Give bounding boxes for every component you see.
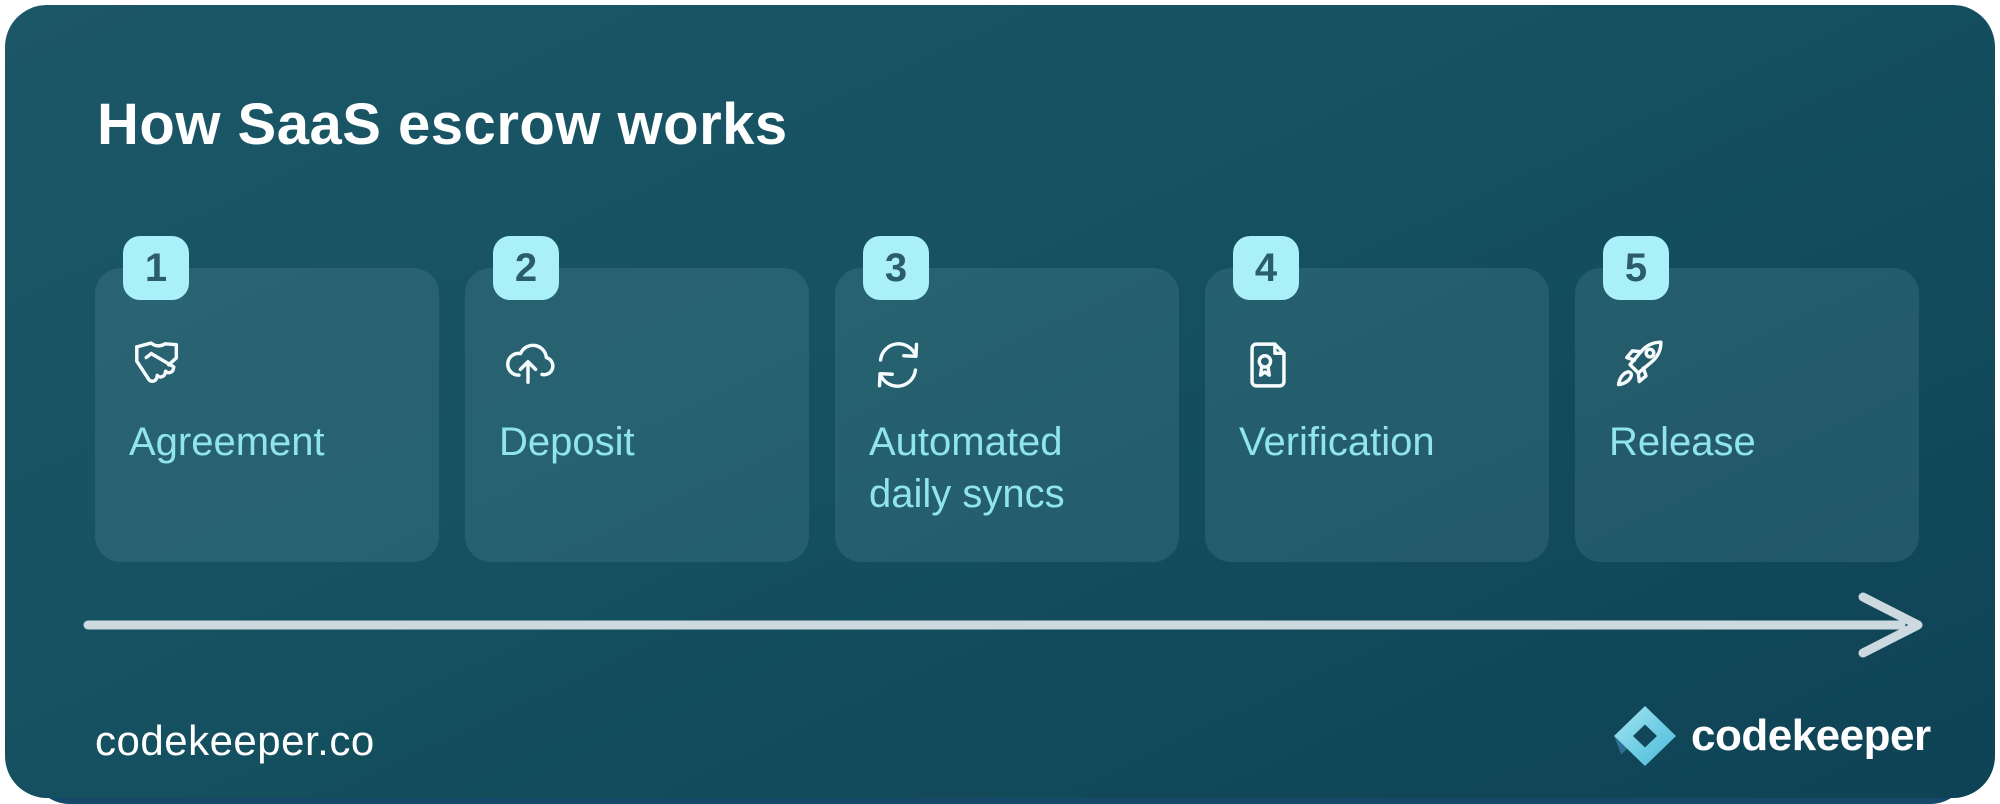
step-card-agreement: 1 Agreement [95,236,439,562]
rocket-icon [1609,336,1667,394]
step-number-badge: 5 [1603,236,1669,300]
step-label: Automated daily syncs [869,420,1065,516]
timeline-arrow [83,592,1923,658]
step-number-badge: 4 [1233,236,1299,300]
step-label: Agreement [129,420,325,464]
step-card-release: 5 Release [1575,236,1919,562]
step-number-badge: 3 [863,236,929,300]
step-card-deposit: 2 Deposit [465,236,809,562]
step-label: Release [1609,420,1756,464]
codekeeper-wordmark: codekeeper [1691,711,1931,760]
handshake-icon [129,336,187,394]
website-url: codekeeper.co [95,717,375,764]
step-number-badge: 2 [493,236,559,300]
step-label: Deposit [499,420,635,464]
sync-icon [869,336,927,394]
step-card-automated-daily-syncs: 3 Automated daily syncs [835,236,1179,562]
cloud-upload-icon [499,336,557,394]
certificate-icon [1239,336,1297,394]
page-title: How SaaS escrow works [97,92,788,157]
arrow-head-icon [1858,592,1923,658]
diamond-logo-icon [1614,706,1676,766]
codekeeper-logo: codekeeper [1613,705,1931,767]
step-number-badge: 1 [123,236,189,300]
step-card-verification: 4 Verification [1205,236,1549,562]
step-label: Verification [1239,420,1435,464]
board-background: How SaaS escrow works 1 Agreement 2 Depo… [5,5,1995,798]
